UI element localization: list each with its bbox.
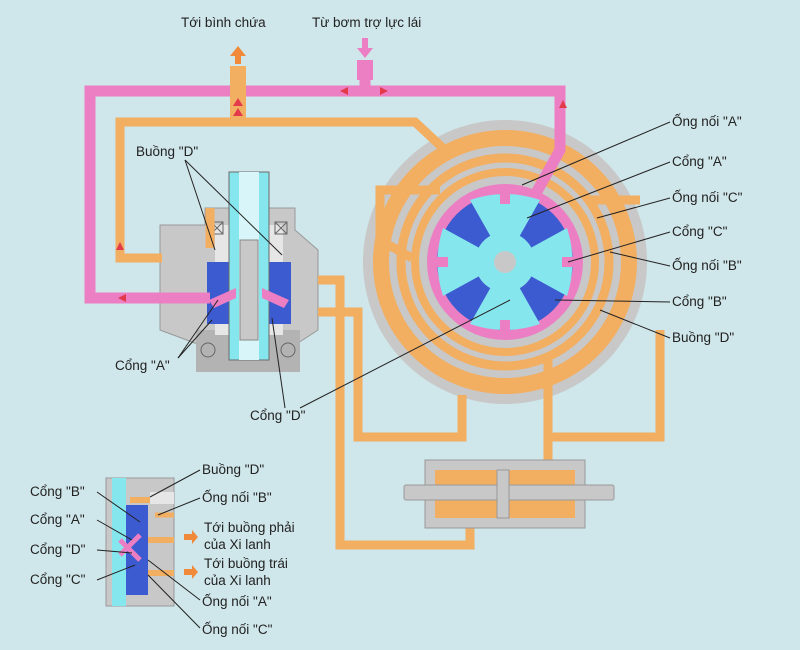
right-arrow-icon bbox=[184, 565, 198, 579]
rotor-ports bbox=[432, 188, 578, 336]
label-rotor-chamber-d: Buồng "D" bbox=[672, 330, 734, 345]
rotary-valve-assembly bbox=[363, 120, 647, 404]
label-valve-chamber-d: Buồng "D" bbox=[136, 144, 198, 159]
label-from-pump: Từ bơm trợ lực lái bbox=[312, 15, 421, 30]
label-inset-port-c: Cổng "C" bbox=[30, 572, 86, 587]
label-pipe-b: Ống nối "B" bbox=[672, 258, 742, 273]
label-pipe-c: Ống nối "C" bbox=[672, 190, 743, 205]
rotor-lobes bbox=[437, 194, 573, 330]
right-arrow-icon bbox=[184, 530, 198, 544]
label-inset-pipe-b: Ống nối "B" bbox=[202, 490, 272, 505]
leader-lines bbox=[96, 121, 671, 629]
middle-ring-channel bbox=[396, 153, 614, 371]
power-cylinder bbox=[403, 459, 615, 529]
inner-ring-channel bbox=[411, 168, 599, 356]
label-valve-port-a: Cổng "A" bbox=[115, 358, 170, 373]
shaft-core bbox=[239, 239, 259, 341]
label-to-left-chamber-1: Tới buồng trái bbox=[204, 556, 288, 571]
label-inset-port-a: Cổng "A" bbox=[30, 512, 85, 527]
label-inset-pipe-c: Ống nối "C" bbox=[202, 622, 273, 637]
label-rotor-port-b: Cổng "B" bbox=[672, 294, 727, 309]
label-to-left-chamber-2: của Xi lanh bbox=[204, 573, 271, 588]
pump-inlet bbox=[357, 60, 373, 80]
label-inset-port-d: Cổng "D" bbox=[30, 542, 86, 557]
label-pipe-a: Ống nối "A" bbox=[672, 114, 742, 129]
label-inset-port-b: Cổng "B" bbox=[30, 484, 85, 499]
reservoir-outlet bbox=[230, 46, 246, 126]
down-arrow-icon bbox=[357, 38, 373, 58]
cylinder-piston bbox=[496, 469, 510, 519]
label-valve-port-d: Cổng "D" bbox=[250, 408, 306, 423]
rotor-shaft bbox=[494, 251, 516, 273]
inset-detail bbox=[105, 477, 198, 607]
labels: Tới bình chứa Từ bơm trợ lực lái Buồng "… bbox=[30, 15, 743, 637]
label-inset-pipe-a: Ống nối "A" bbox=[202, 594, 272, 609]
pressure-lines bbox=[84, 60, 566, 304]
label-to-right-chamber-2: của Xi lanh bbox=[204, 537, 271, 552]
label-inset-chamber-d: Buồng "D" bbox=[202, 462, 264, 477]
label-rotor-port-c: Cổng "C" bbox=[672, 224, 728, 239]
outer-ring-channel bbox=[373, 130, 637, 394]
up-arrow-icon bbox=[230, 46, 246, 64]
label-rotor-port-a: Cổng "A" bbox=[672, 154, 727, 169]
spool-valve-assembly bbox=[159, 171, 319, 372]
flow-arrows bbox=[116, 87, 567, 302]
label-to-reservoir: Tới bình chứa bbox=[181, 15, 266, 30]
label-to-right-chamber-1: Tới buồng phải bbox=[204, 520, 295, 535]
bearings bbox=[200, 221, 296, 358]
